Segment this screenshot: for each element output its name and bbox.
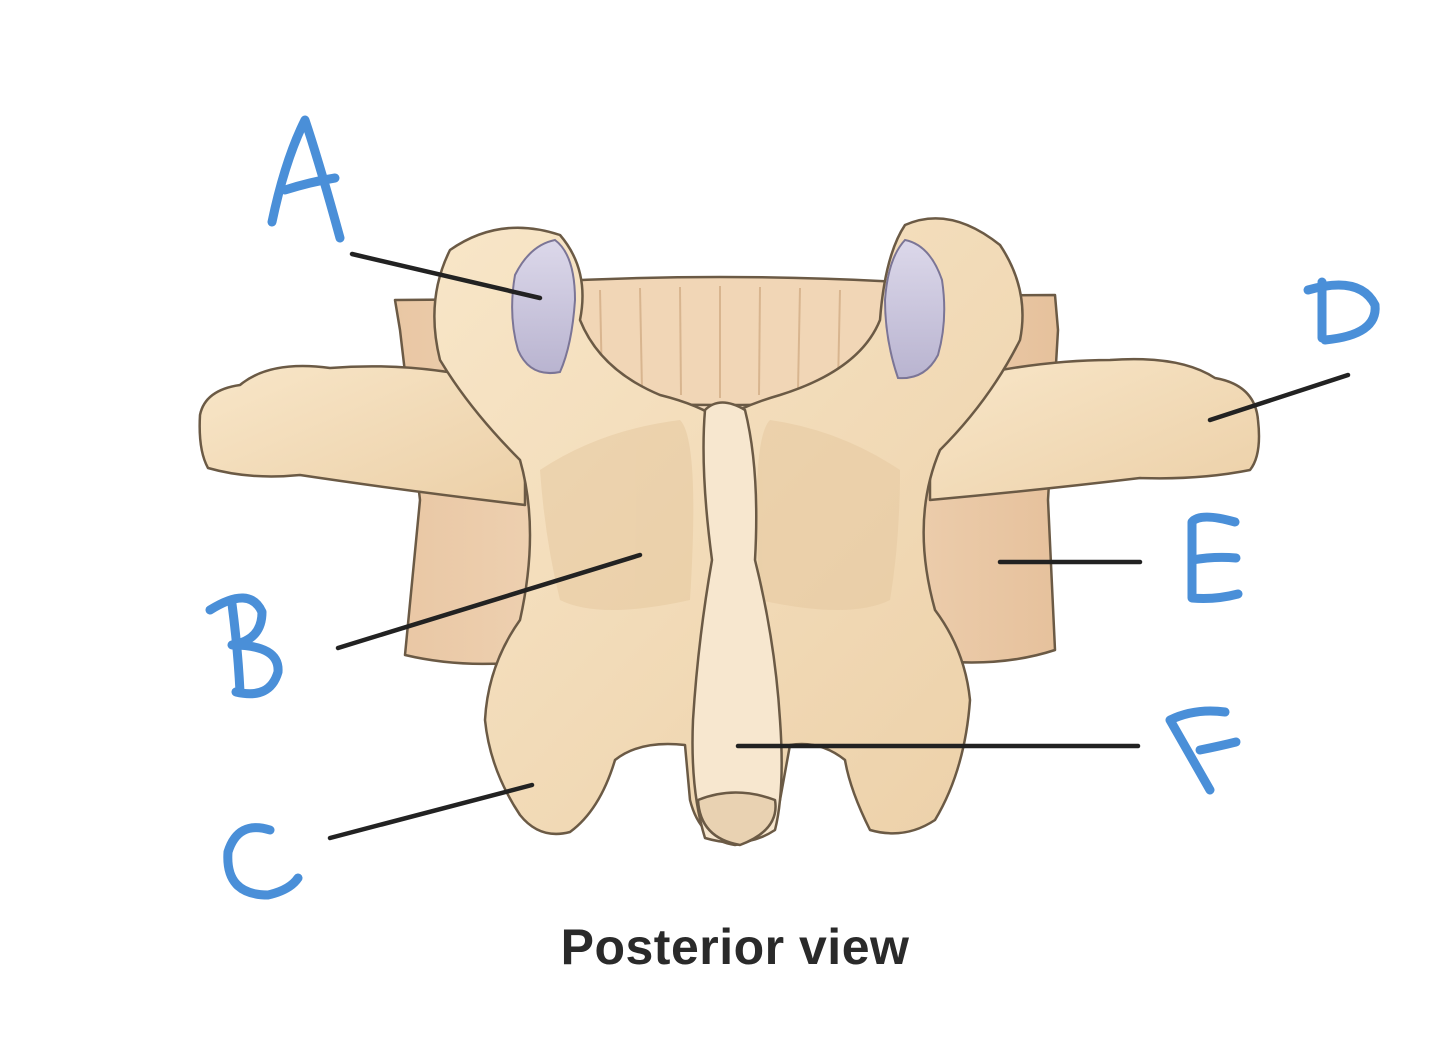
label-c: [223, 823, 303, 900]
diagram-caption: Posterior view: [560, 919, 910, 975]
leader-line-b: [335, 552, 643, 651]
spinous-process-tip: [696, 791, 777, 847]
spinous-process: [691, 401, 783, 844]
label-a: [267, 115, 345, 243]
lamina-shading: [540, 420, 900, 610]
transverse-process-right: [928, 357, 1261, 502]
transverse-process-left: [198, 364, 527, 507]
label-b: [205, 593, 283, 699]
label-e: [1187, 512, 1243, 603]
leader-line-c: [327, 782, 535, 841]
superior-articular-facet-right: [883, 238, 946, 380]
label-f: [1165, 706, 1241, 795]
superior-articular-facet-left: [511, 238, 577, 374]
leader-line-d: [1207, 372, 1351, 423]
label-d: [1303, 277, 1380, 345]
leader-line-a: [349, 251, 543, 301]
